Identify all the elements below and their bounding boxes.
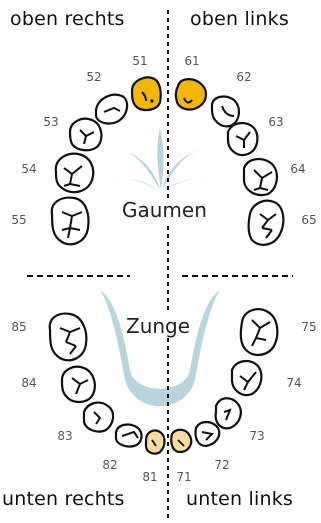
tooth-51[interactable] xyxy=(130,76,162,112)
tooth-number-53: 53 xyxy=(43,115,59,129)
tooth-62[interactable] xyxy=(210,95,240,128)
tooth-81[interactable] xyxy=(144,429,166,455)
tooth-number-55: 55 xyxy=(11,213,27,227)
tongue-shape xyxy=(100,290,220,407)
tooth-75[interactable] xyxy=(239,308,279,356)
tooth-54[interactable] xyxy=(54,152,95,194)
tooth-52[interactable] xyxy=(94,93,129,125)
tooth-number-61: 61 xyxy=(184,54,200,68)
tooth-72[interactable] xyxy=(194,420,221,448)
tooth-number-75: 75 xyxy=(301,320,317,334)
tooth-83[interactable] xyxy=(82,401,115,433)
tooth-number-83: 83 xyxy=(57,429,73,443)
tooth-64[interactable] xyxy=(242,158,278,197)
tooth-number-81: 81 xyxy=(142,470,158,484)
tooth-61[interactable] xyxy=(174,78,208,111)
tooth-number-82: 82 xyxy=(102,458,118,472)
tooth-84[interactable] xyxy=(60,365,96,404)
tooth-85[interactable] xyxy=(48,312,88,362)
tooth-number-72: 72 xyxy=(214,458,230,472)
tooth-number-73: 73 xyxy=(249,429,265,443)
palate-label: Gaumen xyxy=(120,198,209,222)
tooth-74[interactable] xyxy=(230,360,263,397)
quadrant-label-lower-left: unten links xyxy=(186,488,294,510)
tooth-number-74: 74 xyxy=(286,376,302,390)
tooth-number-62: 62 xyxy=(236,70,252,84)
tongue-label: Zunge xyxy=(124,314,193,338)
quadrant-label-upper-left: oben links xyxy=(190,8,289,30)
tooth-65[interactable] xyxy=(247,199,285,246)
tooth-number-85: 85 xyxy=(11,320,27,334)
tooth-number-52: 52 xyxy=(86,70,102,84)
tooth-71[interactable] xyxy=(170,428,193,454)
tooth-number-64: 64 xyxy=(290,162,306,176)
tooth-73[interactable] xyxy=(214,397,242,430)
quadrant-label-lower-right: unten rechts xyxy=(2,488,125,510)
tooth-number-63: 63 xyxy=(268,115,284,129)
tooth-82[interactable] xyxy=(114,423,143,448)
tooth-63[interactable] xyxy=(226,122,259,157)
palate-fountain-icon xyxy=(112,128,210,191)
tooth-55[interactable] xyxy=(50,196,90,246)
tooth-number-84: 84 xyxy=(21,376,37,390)
tooth-53[interactable] xyxy=(68,117,103,152)
tooth-number-54: 54 xyxy=(21,162,37,176)
tooth-number-51: 51 xyxy=(132,54,148,68)
tooth-number-65: 65 xyxy=(301,213,317,227)
tooth-number-71: 71 xyxy=(176,470,192,484)
quadrant-label-upper-right: oben rechts xyxy=(10,8,125,30)
